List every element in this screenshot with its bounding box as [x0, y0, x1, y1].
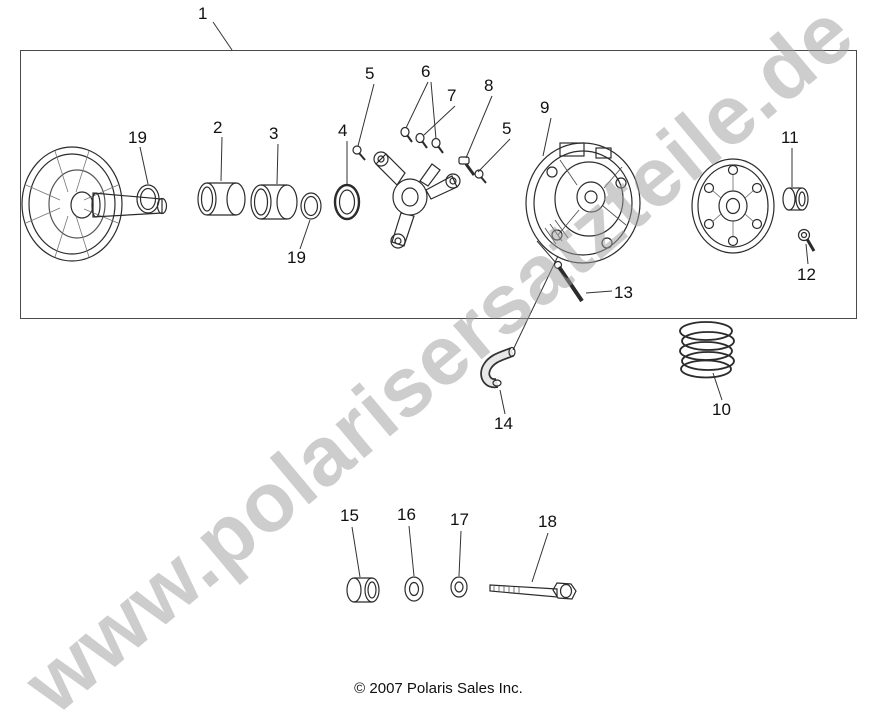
- drive-sheave: [21, 146, 168, 262]
- callout-4: 4: [338, 121, 348, 140]
- callout-11: 11: [781, 128, 799, 147]
- callout-6: 6: [421, 62, 431, 81]
- callout-19-a: 19: [128, 128, 147, 147]
- screw-12: [797, 228, 816, 252]
- callout-17: 17: [450, 510, 469, 529]
- callout-3: 3: [269, 124, 279, 143]
- seal-ring-4: [333, 183, 361, 221]
- spacer-ring-19-right: [300, 192, 322, 220]
- callout-5-a: 5: [365, 64, 375, 83]
- callout-16: 16: [397, 505, 416, 524]
- callout-5-b: 5: [502, 119, 512, 138]
- small-fasteners: [352, 126, 487, 184]
- callout-8: 8: [484, 76, 494, 95]
- spider-assembly: [373, 151, 461, 249]
- bushing-3: [250, 184, 298, 220]
- callout-15: 15: [340, 506, 359, 525]
- hose-14: [480, 346, 516, 389]
- clutch-housing: [525, 142, 641, 264]
- bolt-18: [489, 582, 577, 600]
- callout-13: 13: [614, 283, 633, 302]
- spring-10: [679, 321, 735, 379]
- bushing-15: [346, 577, 380, 603]
- washer-16: [404, 576, 424, 602]
- callout-12: 12: [797, 265, 816, 284]
- copyright-text: © 2007 Polaris Sales Inc.: [354, 680, 523, 697]
- diagram-border-box: [20, 50, 857, 319]
- callout-7: 7: [447, 86, 457, 105]
- cover-plate: [691, 158, 775, 254]
- cap-bushing-11: [782, 187, 809, 211]
- callout-2: 2: [213, 118, 223, 137]
- callout-18: 18: [538, 512, 557, 531]
- pin-13: [553, 260, 584, 303]
- leader-lines: [139, 21, 809, 583]
- callout-1: 1: [198, 4, 208, 23]
- washer-17: [450, 576, 468, 598]
- bushing-2: [197, 182, 246, 216]
- callout-10: 10: [712, 400, 731, 419]
- callout-19-b: 19: [287, 248, 306, 267]
- callout-14: 14: [494, 414, 513, 433]
- spacer-ring-19-left: [136, 184, 160, 214]
- callout-9: 9: [540, 98, 550, 117]
